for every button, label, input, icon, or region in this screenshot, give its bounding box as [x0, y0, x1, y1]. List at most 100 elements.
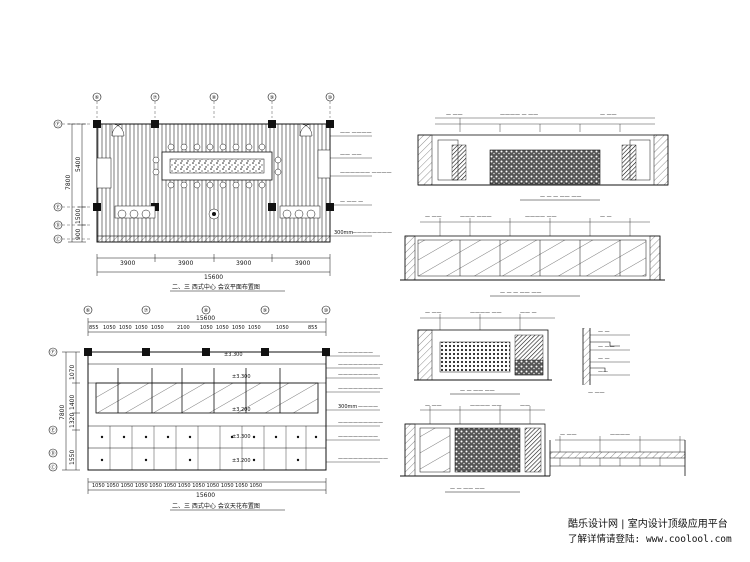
- ceiling-height-1: ±3.300: [224, 352, 243, 358]
- ceiling-dim-top-9: 1050: [232, 325, 245, 331]
- ceiling-axis-7: ⑦: [144, 308, 149, 314]
- ceiling-axis-8: ⑧: [204, 308, 209, 314]
- svg-text:—————————: —————————: [338, 420, 383, 426]
- svg-text:— —: — —: [598, 329, 610, 335]
- plan-axis-6: ⑥: [95, 95, 100, 101]
- svg-text:———————: ———————: [338, 350, 373, 356]
- svg-text:— — —— ——: — — —— ——: [450, 486, 485, 492]
- elevation-d: — —— ———— —— —— — — —— ——: [400, 403, 550, 493]
- plan-dim-4: 3900: [295, 260, 310, 267]
- plan-axis-f: Ⓕ: [55, 121, 60, 128]
- ceiling-dim-top-4: 1050: [135, 325, 148, 331]
- svg-text:— ——: — ——: [446, 112, 463, 118]
- watermark-line-1: 酷乐设计网 | 室内设计顶级应用平台: [568, 519, 728, 530]
- plan-dim-2: 3900: [178, 260, 193, 267]
- svg-text:———— ——: ———— ——: [525, 214, 557, 220]
- svg-text:———— ——: ———— ——: [470, 403, 502, 409]
- plan-dimensions: [68, 123, 331, 276]
- elevation-b: — —— ——— ——— ———— —— — — — — — —— ——: [400, 214, 665, 297]
- svg-text:— — — —— ——: — — — —— ——: [540, 194, 581, 200]
- plan-dim-1: 3900: [120, 260, 135, 267]
- elevation-a: — —— ———— — —— — —— — — — —— ——: [417, 112, 669, 201]
- svg-text:— —: — —: [600, 214, 612, 220]
- svg-text:—————————: —————————: [338, 362, 383, 368]
- ceiling-title: 二、三 西式中心 会议天花布置图: [172, 502, 260, 510]
- ceiling-dim-top-7: 1050: [200, 325, 213, 331]
- plan-title: 二、三 西式中心 会议平面布置图: [172, 283, 260, 291]
- svg-text:—— —: —— —: [520, 310, 537, 316]
- svg-text:— —— —: — —— —: [340, 199, 363, 205]
- ceiling-dim-left-total: 7800: [59, 405, 66, 420]
- ceiling-dim-top-10: 1050: [248, 325, 261, 331]
- plan-dim-left-3: 900: [75, 228, 82, 240]
- plan-axis-d: Ⓓ: [55, 222, 60, 229]
- ceiling-dim-top-5: 1050: [151, 325, 164, 331]
- plan-note-300: 300mm: [334, 230, 353, 236]
- ceiling-axis-6: ⑥: [86, 308, 91, 314]
- watermark: 酷乐设计网 | 室内设计顶级应用平台 了解详情请登陆: www.coolool.…: [568, 517, 744, 547]
- ceiling-height-5: ±3.200: [232, 458, 251, 464]
- watermark-line-2: 了解详情请登陆: www.coolool.com: [568, 534, 732, 545]
- ceiling-dim-top-11: 1050: [276, 325, 289, 331]
- plan-dim-left-2: 1500: [75, 209, 82, 224]
- ceiling-height-3: ±3.200: [232, 407, 251, 413]
- ceiling-dim-top-2: 1050: [103, 325, 116, 331]
- svg-text:—————— ————: —————— ————: [340, 170, 392, 176]
- ceiling-dim-total-bottom: 15600: [196, 492, 215, 499]
- ceiling-dim-top-6: 2100: [177, 325, 190, 331]
- ceiling-note-300: 300mm: [338, 404, 357, 410]
- ceiling-axis-10: ⑩: [324, 308, 329, 314]
- svg-text:——: ——: [598, 369, 608, 375]
- svg-text:————————: ————————: [338, 372, 378, 378]
- svg-text:— — — —— ——: — — — —— ——: [500, 290, 541, 296]
- section-e: — —— ————: [549, 432, 686, 476]
- plan-dim-left-total: 7800: [65, 175, 72, 190]
- plan-dim-3: 3900: [236, 260, 251, 267]
- ceiling-dim-left-1: 1550: [69, 450, 76, 465]
- svg-text:———— ——: ———— ——: [470, 310, 502, 316]
- svg-text:——— ———: ——— ———: [460, 214, 492, 220]
- ceiling-axis-9: ⑨: [263, 308, 267, 314]
- ceiling-height-4: ±3.300: [232, 434, 251, 440]
- svg-text:1050 1050 1050 1050 1050 1050: 1050 1050 1050 1050 1050 1050 1050 1050 …: [92, 483, 262, 489]
- svg-text:— ——: — ——: [425, 214, 442, 220]
- ceiling-dim-left-2: 1320: [69, 413, 76, 428]
- svg-text:————: ————: [610, 432, 630, 438]
- svg-text:——————————: ——————————: [338, 456, 388, 462]
- svg-text:————: ————: [358, 404, 378, 410]
- plan-axis-10: ⑩: [328, 95, 333, 101]
- plan-axis-8: ⑧: [212, 95, 217, 101]
- plan-axis-7: ⑦: [153, 95, 158, 101]
- svg-text:—————————: —————————: [338, 386, 383, 392]
- ceiling-grid-axes: ⑥ ⑦ ⑧ ⑨ ⑩ Ⓕ Ⓔ Ⓓ Ⓒ: [48, 305, 331, 472]
- floor-plan: ⑥ ⑦ ⑧ ⑨ ⑩ Ⓕ Ⓔ Ⓓ Ⓒ: [53, 92, 392, 292]
- ceiling-plan: ⑥ ⑦ ⑧ ⑨ ⑩ Ⓕ Ⓔ Ⓓ Ⓒ 15600 855 1050 1050 10…: [48, 305, 388, 511]
- ceiling-axis-e: Ⓔ: [50, 427, 55, 434]
- svg-text:—— ——: —— ——: [340, 152, 362, 158]
- svg-text:——: ——: [520, 403, 530, 409]
- plan-dim-total: 15600: [204, 274, 223, 281]
- plan-axis-9: ⑨: [270, 95, 274, 101]
- svg-text:— ——: — ——: [560, 432, 577, 438]
- svg-text:— —: — —: [598, 356, 610, 362]
- ceiling-dim-top-3: 1050: [119, 325, 132, 331]
- ceiling-axis-f: Ⓕ: [50, 349, 55, 356]
- plan-grid-axes: ⑥ ⑦ ⑧ ⑨ ⑩ Ⓕ Ⓔ Ⓓ Ⓒ: [53, 92, 335, 244]
- svg-text:— ——: — ——: [600, 112, 617, 118]
- elevation-c: — —— ———— —— —— — — — —— ——: [414, 310, 555, 395]
- ceiling-dim-total-top: 15600: [196, 315, 215, 322]
- plan-dim-left-1: 5400: [75, 157, 82, 172]
- plan-axis-c: Ⓒ: [55, 236, 60, 243]
- ceiling-dim-top-1: 855: [89, 325, 99, 331]
- ceiling-dim-top-8: 1050: [216, 325, 229, 331]
- svg-text:— ——: — ——: [588, 390, 605, 396]
- plan-room: —— ———— —— —— —————— ———— — —— — 300mm —…: [93, 120, 392, 243]
- ceiling-dim-left-3: 1400: [69, 395, 76, 410]
- ceiling-dim-left-4: 1070: [69, 365, 76, 380]
- ceiling-height-2: ±3.300: [232, 374, 251, 380]
- svg-text:—— ————: —— ————: [340, 130, 372, 136]
- section-detail: — — — —— — — —— — ——: [582, 328, 630, 396]
- svg-text:———— — ——: ———— — ——: [500, 112, 538, 118]
- plan-axis-e: Ⓔ: [55, 204, 60, 211]
